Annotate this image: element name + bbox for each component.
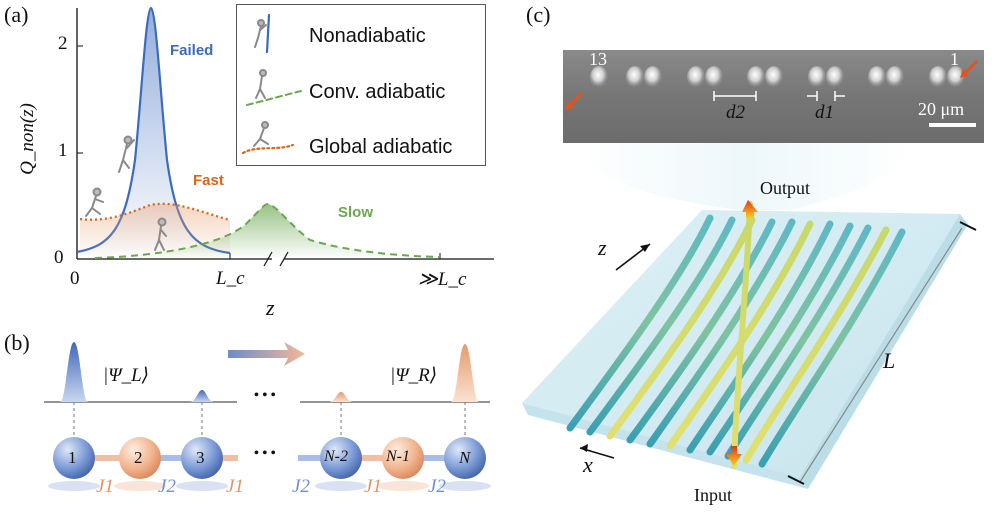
x-tick-lc: L_c (216, 268, 245, 289)
site-label-1: 1 (68, 448, 77, 467)
micro-label-1: 1 (950, 49, 959, 69)
runner-icon (85, 187, 104, 217)
legend-conv-adiabatic: Conv. adiabatic (309, 81, 446, 103)
scale-bar-label: 20 μm (918, 99, 965, 119)
site-ball-n2 (320, 437, 362, 479)
x-axis-label-c: x (583, 452, 593, 477)
legend-runner-icon (241, 121, 295, 155)
slow-label: Slow (338, 204, 374, 221)
x-tick-far: ≫L_c (418, 269, 467, 290)
psi-left: |Ψ_L⟩ (103, 365, 150, 386)
transfer-arrow (228, 342, 305, 366)
input-label: Input (694, 485, 732, 505)
ellipsis-bottom: • • • (254, 446, 276, 461)
legend-walker-icon (246, 69, 302, 106)
chip-3d (522, 143, 977, 489)
waveguide-spots (565, 60, 978, 127)
panel-a-label: (a) (4, 2, 29, 27)
pulse-site-n (451, 344, 479, 402)
panel-c-label: (c) (526, 2, 551, 27)
slow-curve (94, 202, 441, 259)
pulse-site-3 (190, 390, 214, 402)
micrograph: 13 1 d2 d1 20 μm (563, 49, 984, 143)
y-tick-1: 1 (58, 140, 68, 161)
fast-label: Fast (193, 172, 224, 189)
panel-b-chain (44, 342, 491, 491)
site-ball-n (444, 437, 486, 479)
walker-icon (154, 217, 167, 251)
coupling-label-2: J2 (158, 476, 176, 497)
y-tick-0: 0 (54, 247, 64, 268)
x-tick-0: 0 (70, 268, 80, 289)
site-ball-3 (181, 437, 223, 479)
coupling-label-1: J1 (96, 476, 114, 497)
right-input-arrow (960, 60, 978, 78)
psi-right: |Ψ_R⟩ (390, 365, 438, 386)
d1-label: d1 (815, 102, 834, 123)
site-ball-n1 (382, 437, 424, 479)
pulse-site-1 (60, 342, 88, 402)
length-label: L (883, 348, 896, 373)
panel-a-plot (76, 6, 494, 267)
climber-icon (118, 135, 135, 173)
output-arrow (742, 200, 758, 218)
legend-global-adiabatic: Global adiabatic (309, 136, 453, 158)
failed-label: Failed (170, 42, 214, 59)
x-axis-label: z (266, 295, 275, 320)
output-label: Output (760, 178, 811, 198)
ellipsis-top: • • • (254, 388, 276, 403)
legend-nonadiabatic-icon (254, 13, 271, 54)
chip-side (800, 214, 968, 489)
y-tick-2: 2 (58, 33, 68, 54)
y-axis-label: Q_non(z) (17, 103, 38, 175)
pulse-site-n2 (329, 392, 353, 402)
panel-b-label: (b) (4, 330, 30, 355)
micro-label-13: 13 (589, 49, 607, 69)
site-ball-1 (53, 437, 95, 479)
coupling-label-4: J2 (292, 476, 310, 497)
coupling-label-6: J2 (428, 476, 446, 497)
coupling-label-5: J1 (364, 476, 382, 497)
d2-label: d2 (726, 102, 745, 123)
site-label-n2: N-2 (324, 448, 348, 465)
site-label-2: 2 (134, 448, 143, 467)
site-label-3: 3 (196, 448, 205, 467)
coupling-label-3: J1 (226, 476, 244, 497)
site-ball-2 (119, 437, 161, 479)
site-label-n1: N-1 (386, 448, 410, 465)
z-axis-label: z (598, 235, 607, 260)
legend: Nonadiabatic Conv. adiabatic Global adia… (236, 4, 486, 166)
legend-nonadiabatic: Nonadiabatic (309, 25, 426, 47)
site-label-n: N (459, 448, 471, 467)
left-input-arrow (565, 92, 583, 110)
input-arrow (726, 446, 742, 466)
